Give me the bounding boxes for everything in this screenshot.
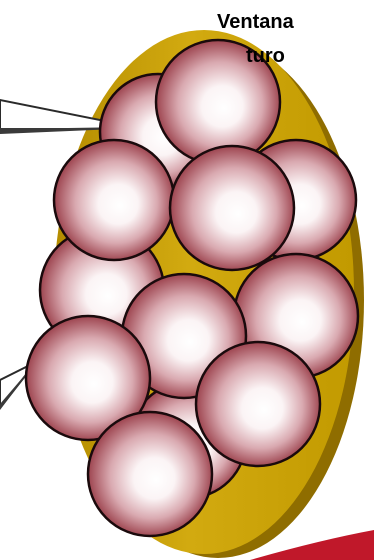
sphere-icon [196,342,320,466]
sphere-icon [88,412,212,536]
sphere-icon [170,146,294,270]
ventana-label-line2: turo [246,45,285,67]
sphere-icon [54,140,174,260]
ventana-label-line1: Ventana [217,11,295,33]
